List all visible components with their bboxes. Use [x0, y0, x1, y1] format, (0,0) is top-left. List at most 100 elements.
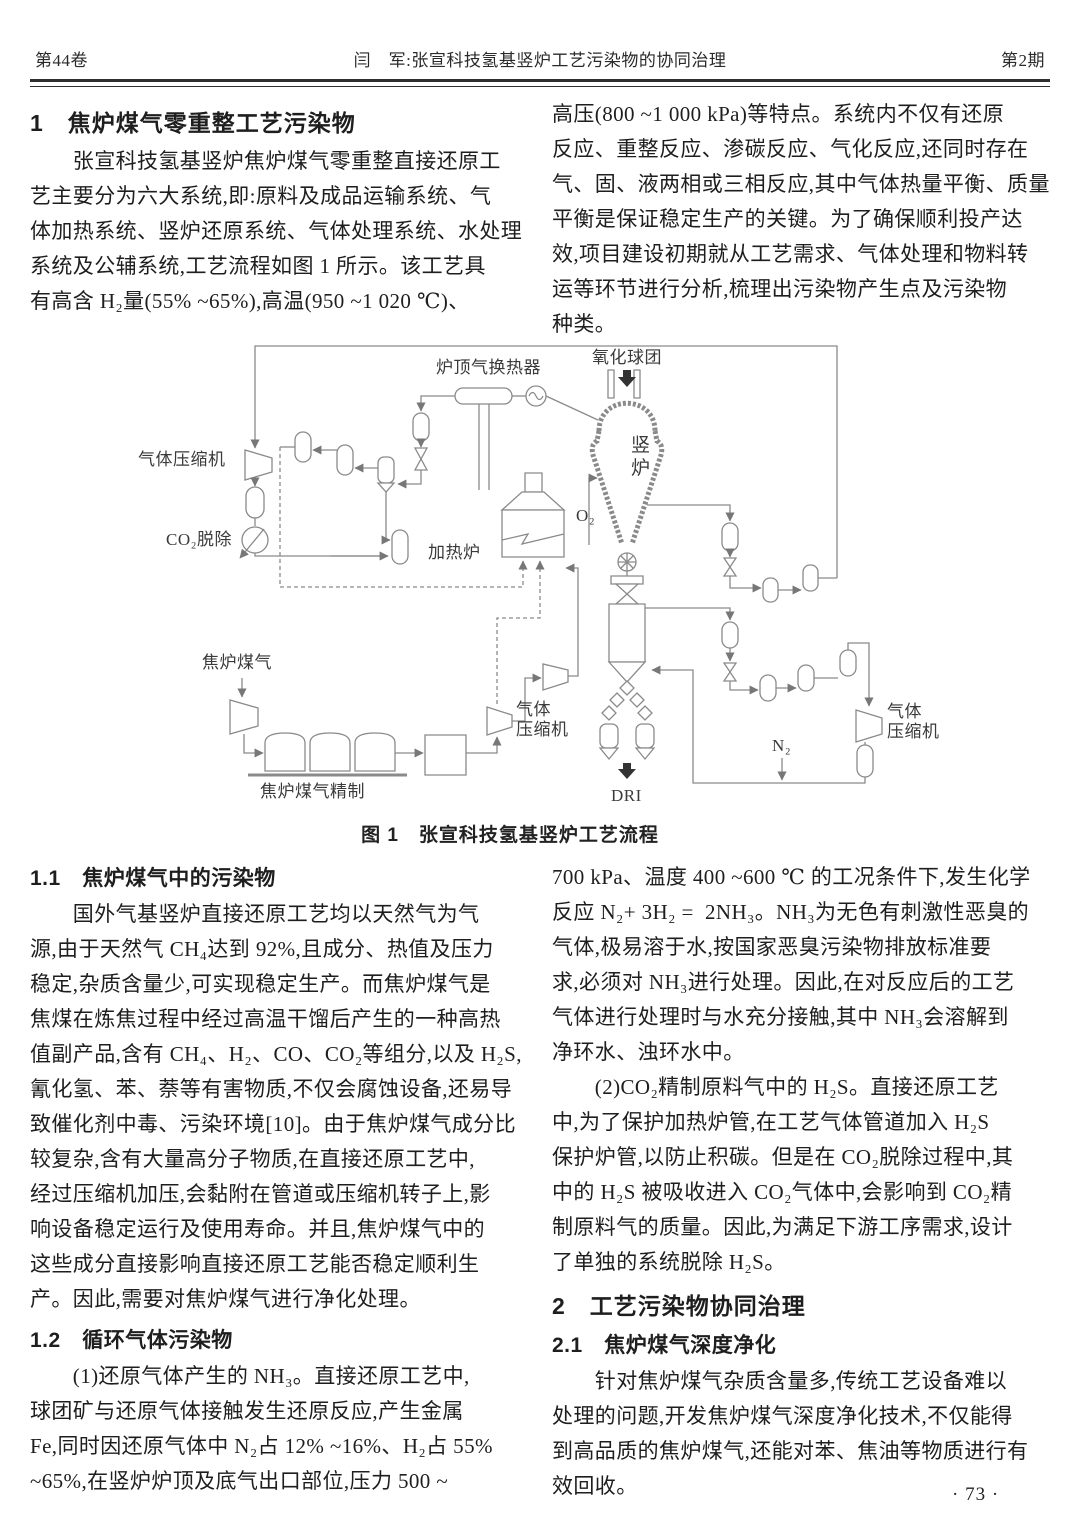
header-rule-thin — [30, 86, 1050, 87]
cooler-vessel-1 — [760, 675, 776, 701]
label-top-gas-heat-exchanger: 炉顶气换热器 — [436, 358, 541, 377]
seal-valve — [616, 584, 638, 594]
text-line: 保护炉管,以防止积碳。但是在 CO₂脱除过程中,其 — [552, 1145, 1014, 1169]
text-line: 气、固、液两相或三相反应,其中气体热量平衡、质量 — [552, 172, 1050, 196]
scrubber-vessel-1 — [295, 432, 311, 462]
text-line: ~65%,在竖炉炉顶及底气出口部位,压力 500 ~ — [30, 1469, 449, 1493]
label-cog-refining: 焦炉煤气精制 — [260, 782, 365, 801]
text-line: 较复杂,含有大量高分子物质,在直接还原工艺中, — [30, 1147, 475, 1171]
text-line: Fe,同时因还原气体中 N₂占 12% ~16%、H₂占 55% — [30, 1434, 493, 1458]
header-rule-thick — [30, 79, 1050, 82]
text-line: 针对焦炉煤气杂质含量多,传统工艺设备难以 — [552, 1369, 1008, 1393]
mixing-vessel — [392, 530, 408, 564]
section-1-heading: 1 焦炉煤气零重整工艺污染物 — [30, 110, 356, 136]
separator-2 — [803, 565, 818, 591]
cooler-vessel-2 — [798, 665, 814, 691]
page-number: · 73 · — [952, 1484, 1000, 1505]
valve-2 — [724, 558, 736, 567]
compressor-mid-symbol — [543, 664, 568, 690]
cone-bottom-vessel — [378, 457, 394, 483]
paragraph-2: 国外气基竖炉直接还原工艺均以天然气为气源,由于天然气 CH₄达到 92%,且成分… — [30, 897, 538, 1317]
text-line: 制原料气的质量。因此,为满足下游工序需求,设计 — [552, 1215, 1013, 1239]
recycle-loop-line — [250, 346, 837, 578]
text-line: 反应、重整反应、渗碳反应、气化反应,还同时存在 — [552, 137, 1029, 161]
dri-silo — [609, 604, 645, 662]
dri-out-arrow — [618, 763, 636, 779]
label-shaft-furnace: 竖 炉 — [631, 435, 651, 479]
text-line: 焦煤在炼焦过程中经过高温干馏后产生的一种高热 — [30, 1007, 501, 1031]
process-flow-svg — [130, 338, 1010, 816]
text-line: 系统及公辅系统,工艺流程如图 1 所示。该工艺具 — [30, 254, 486, 278]
header-volume: 第44卷 — [35, 51, 88, 70]
text-line: 产。因此,需要对焦炉煤气进行净化处理。 — [30, 1287, 421, 1311]
text-line: 致催化剂中毒、污染环境[10]。由于焦炉煤气成分比 — [30, 1112, 516, 1136]
text-line: 效回收。 — [552, 1474, 638, 1498]
text-line: 球团矿与还原气体接触发生还原反应,产生金属 — [30, 1399, 464, 1423]
cog-refining-tanks — [265, 733, 395, 771]
compressor-left-symbol — [245, 450, 272, 480]
buffer-vessel-right — [857, 745, 873, 777]
text-line: 运等环节进行分析,梳理出污染物产生点及污染物 — [552, 277, 1008, 301]
silo-gas-vessel — [722, 622, 738, 648]
treatment-box — [425, 735, 466, 775]
paragraph-purify: 针对焦炉煤气杂质含量多,传统工艺设备难以处理的问题,开发焦炉煤气深度净化技术,不… — [552, 1364, 1052, 1504]
text-line: 效,项目建设初期就从工艺需求、气体处理和物料转 — [552, 242, 1029, 266]
text-line: 稳定,杂质含量少,可实现稳定生产。而焦炉煤气是 — [30, 972, 491, 996]
top-gas-heat-exchanger-symbol — [455, 388, 512, 404]
text-line: 响设备稳定运行及使用寿命。并且,焦炉煤气中的 — [30, 1217, 486, 1241]
left-column-bottom: 1.1 焦炉煤气中的污染物 国外气基竖炉直接还原工艺均以天然气为气源,由于天然气… — [30, 860, 538, 1499]
text-line: 源,由于天然气 CH₄达到 92%,且成分、热值及压力 — [30, 937, 494, 961]
text-line: 求,必须对 NH₃进行处理。因此,在对反应后的工艺 — [552, 970, 1015, 994]
label-gas-compressor-right: 气体 压缩机 — [887, 702, 940, 741]
heating-furnace-symbol — [502, 510, 564, 557]
left-column-top: 1 焦炉煤气零重整工艺污染物 张宣科技氢基竖炉焦炉煤气零重整直接还原工艺主要分为… — [30, 102, 538, 319]
compressor-bottom-symbol — [487, 707, 512, 735]
text-line: 中,为了保护加热炉管,在工艺气体管道加入 H₂S — [552, 1110, 990, 1134]
text-line: 高压(800 ~1 000 kPa)等特点。系统内不仅有还原 — [552, 102, 1005, 126]
compressor-cog-symbol — [230, 700, 258, 734]
text-line: 体加热系统、竖炉还原系统、气体处理系统、水处理 — [30, 219, 523, 243]
text-line: 艺主要分为六大系统,即:原料及成品运输系统、气 — [30, 184, 492, 208]
paragraph-1: 张宣科技氢基竖炉焦炉煤气零重整直接还原工艺主要分为六大系统,即:原料及成品运输系… — [30, 144, 538, 319]
section-2-heading: 2 工艺污染物协同治理 — [552, 1293, 806, 1319]
section-2-1-heading: 2.1 焦炉煤气深度净化 — [552, 1334, 777, 1357]
text-line: 了单独的系统脱除 H₂S。 — [552, 1250, 786, 1274]
label-coke-oven-gas: 焦炉煤气 — [202, 653, 272, 672]
charge-pipe-2 — [634, 370, 640, 398]
label-heating-furnace: 加热炉 — [428, 543, 481, 562]
valve-1 — [415, 448, 427, 459]
label-co2-removal: CO₂脱除 — [166, 530, 233, 549]
text-line: 种类。 — [552, 312, 617, 336]
text-line: 氰化氢、苯、萘等有害物质,不仅会腐蚀设备,还易导 — [30, 1077, 513, 1101]
label-oxygen: O₂ — [576, 506, 596, 525]
pellet-feed-arrow — [618, 370, 636, 387]
cooler-vessel-3 — [840, 650, 856, 676]
text-line: 张宣科技氢基竖炉焦炉煤气零重整直接还原工 — [30, 149, 501, 173]
valve-3 — [724, 663, 736, 672]
text-line: 700 kPa、温度 400 ~600 ℃ 的工况条件下,发生化学 — [552, 865, 1031, 889]
right-column-bottom: 700 kPa、温度 400 ~600 ℃ 的工况条件下,发生化学反应 N₂+ … — [552, 860, 1052, 1504]
text-line: 气体,极易溶于水,按国家恶臭污染物排放标准要 — [552, 935, 992, 959]
section-1-2-heading: 1.2 循环气体污染物 — [30, 1329, 233, 1352]
text-line: 平衡是保证稳定生产的关键。为了确保顺利投产达 — [552, 207, 1023, 231]
dri-bin-right — [636, 724, 654, 748]
figure-1-caption: 图 1 张宣科技氢基竖炉工艺流程 — [361, 825, 659, 846]
label-dri: DRI — [611, 786, 642, 805]
text-line: 处理的问题,开发焦炉煤气深度净化技术,不仅能得 — [552, 1404, 1013, 1428]
header-running-title: 闫 军:张宣科技氢基竖炉工艺污染物的协同治理 — [353, 51, 727, 70]
dri-bin-left — [600, 724, 618, 748]
label-gas-compressor-bottom: 气体 压缩机 — [516, 700, 569, 739]
scrubber-vessel-2 — [337, 445, 353, 475]
heater-stack — [525, 473, 542, 492]
lock-hopper-diamonds — [602, 681, 652, 720]
label-nitrogen: N₂ — [772, 736, 792, 755]
drip-vessel — [413, 413, 429, 441]
text-line: (1)还原气体产生的 NH₃。直接还原工艺中, — [30, 1364, 470, 1388]
header-issue: 第2期 — [1001, 51, 1045, 70]
charge-pipe-1 — [608, 370, 614, 398]
text-line: 这些成分直接影响直接还原工艺能否稳定顺利生 — [30, 1252, 480, 1276]
separator-1 — [763, 578, 778, 602]
heater-hood — [502, 492, 564, 510]
knockout-drum — [246, 487, 264, 518]
feed-hopper — [611, 576, 643, 584]
